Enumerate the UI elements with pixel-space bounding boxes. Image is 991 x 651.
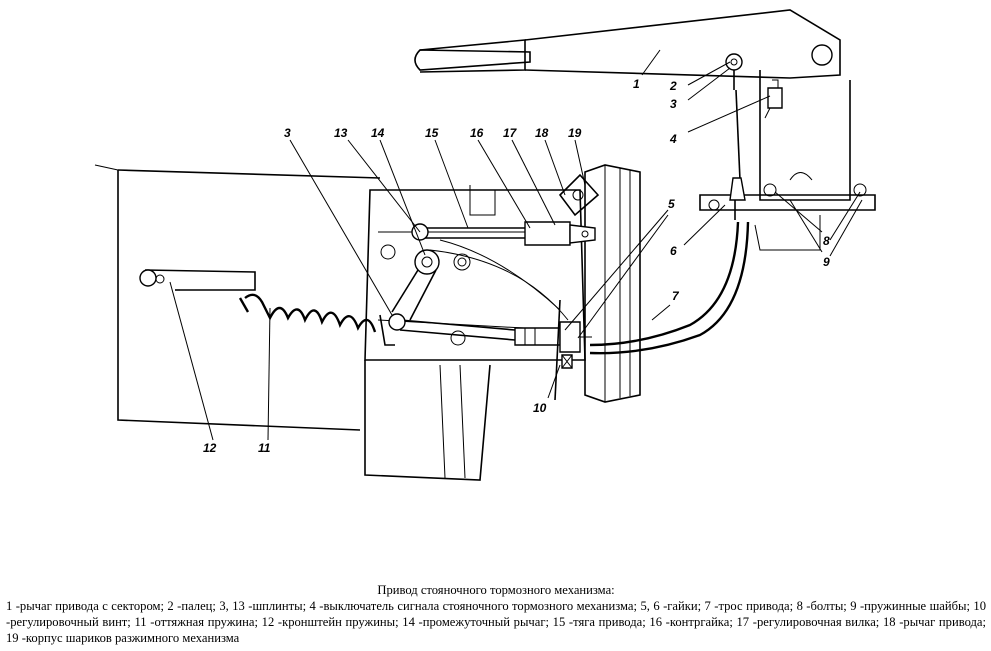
spring-bracket xyxy=(139,269,256,291)
callout-1: 1 xyxy=(633,77,640,91)
brake-drum xyxy=(584,164,641,403)
callout-2: 2 xyxy=(669,79,677,93)
callout-14: 14 xyxy=(371,126,385,140)
callout-7: 7 xyxy=(672,289,680,303)
callout-12: 12 xyxy=(203,441,217,455)
callout-8: 8 xyxy=(823,234,830,248)
callout-16: 16 xyxy=(470,126,484,140)
lever-rod-assembly xyxy=(379,173,600,346)
callout-11: 11 xyxy=(258,441,271,455)
caption-title: Привод стояночного тормозного механизма: xyxy=(377,583,615,597)
callout-10: 10 xyxy=(533,401,547,415)
chassis-frame xyxy=(94,164,381,431)
callout-15: 15 xyxy=(425,126,439,140)
callout-3-top: 3 xyxy=(670,97,677,111)
hand-lever-with-sector xyxy=(414,9,876,251)
figure-caption: Привод стояночного тормозного механизма:… xyxy=(6,582,986,646)
callout-4: 4 xyxy=(669,132,677,146)
callout-5: 5 xyxy=(668,197,675,211)
leader-lines xyxy=(169,49,863,441)
callout-9: 9 xyxy=(823,255,830,269)
callout-6: 6 xyxy=(670,244,677,258)
callout-17: 17 xyxy=(503,126,518,140)
callout-13: 13 xyxy=(334,126,348,140)
callout-3-left: 3 xyxy=(284,126,291,140)
return-spring xyxy=(238,293,377,333)
callout-19: 19 xyxy=(568,126,582,140)
pin-and-switch xyxy=(725,53,783,181)
parking-brake-drive-drawing: 1 2 3 4 5 6 7 8 9 3 13 14 15 16 17 18 19… xyxy=(94,9,876,481)
callout-labels: 1 2 3 4 5 6 7 8 9 3 13 14 15 16 17 18 19… xyxy=(203,77,830,455)
callout-18: 18 xyxy=(535,126,549,140)
regulating-screw xyxy=(554,299,573,401)
caption-legend: 1 -рычаг привода с сектором; 2 -палец; 3… xyxy=(6,599,986,645)
